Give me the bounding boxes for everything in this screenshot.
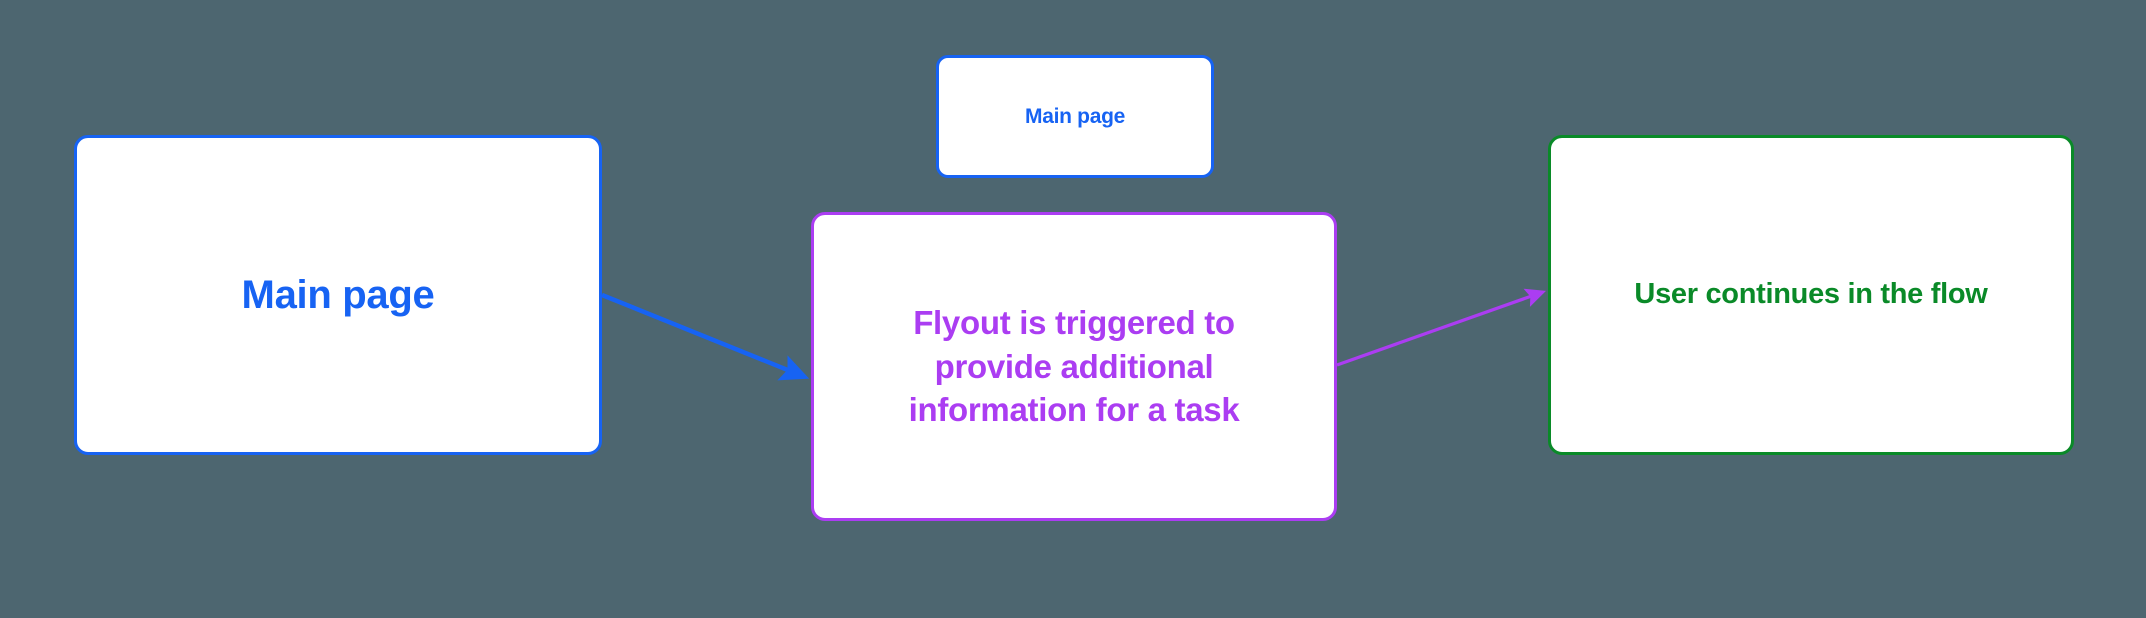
node-outcome[interactable]: User continues in the flow (1548, 135, 2074, 455)
node-flyout[interactable]: Flyout is triggered to provide additiona… (811, 212, 1337, 521)
node-main-page-top[interactable]: Main page (936, 55, 1214, 178)
arrow-flyout-to-outcome (1336, 288, 1547, 367)
node-label-main-page-left: Main page (241, 272, 435, 317)
node-label-main-page-top: Main page (1025, 104, 1125, 128)
arrow-main-page-to-flyout (601, 292, 810, 381)
node-label-outcome: User continues in the flow (1634, 278, 1988, 311)
node-main-page-left[interactable]: Main page (74, 135, 602, 455)
node-label-flyout: Flyout is triggered to provide additiona… (908, 304, 1240, 429)
